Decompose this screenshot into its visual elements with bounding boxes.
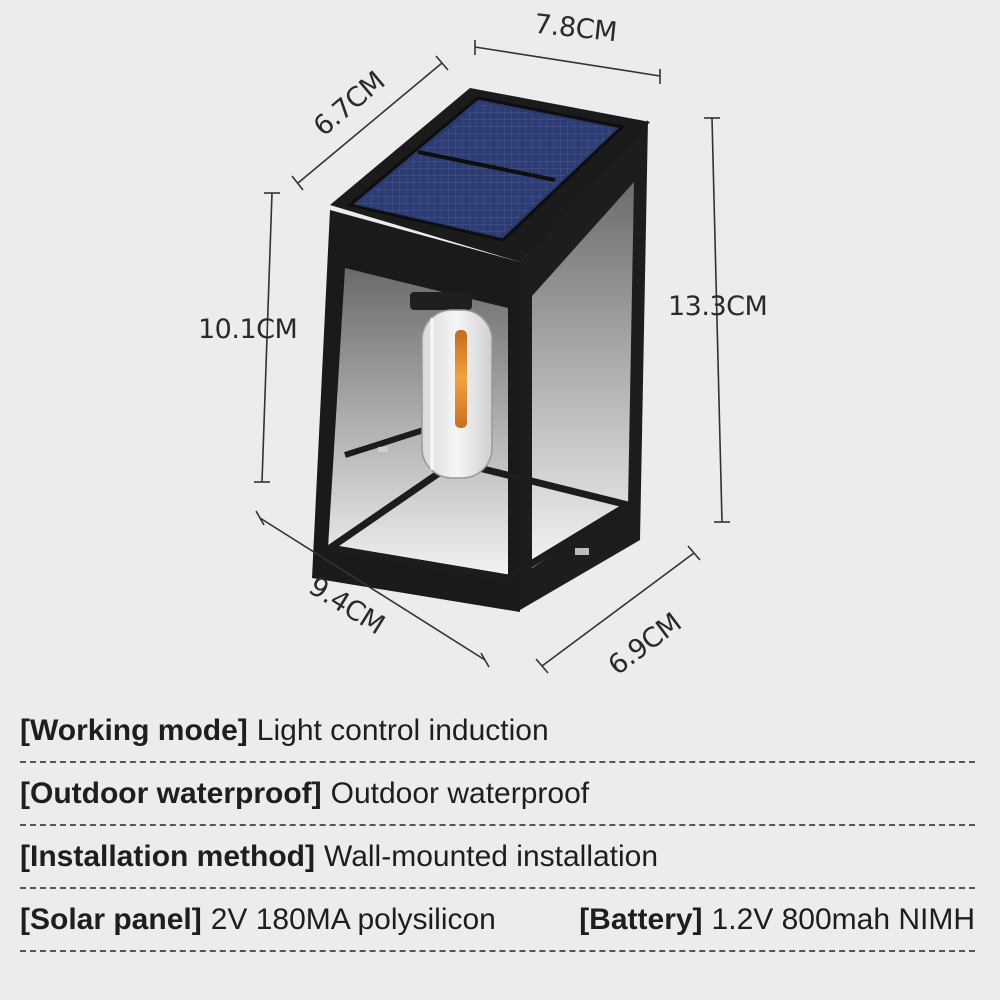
spec-value: Outdoor waterproof xyxy=(330,776,590,810)
dimension-front-height: 10.1CM xyxy=(198,314,297,345)
dimension-top-depth: 6.7CM xyxy=(308,66,391,143)
spec-key: [Solar panel] xyxy=(20,902,202,936)
spec-value: 2V 180MA polysilicon xyxy=(210,902,496,936)
spec-key: [Installation method] xyxy=(20,839,315,873)
solar-wall-lantern-icon xyxy=(312,88,650,612)
dimension-lines xyxy=(254,40,730,674)
spec-key: [Battery] xyxy=(579,902,703,936)
spec-row-outdoor-waterproof: [Outdoor waterproof] Outdoor waterproof xyxy=(20,763,975,826)
spec-row-solar-battery: [Solar panel] 2V 180MA polysilicon [Batt… xyxy=(20,889,975,952)
spec-row-installation-method: [Installation method] Wall-mounted insta… xyxy=(20,826,975,889)
product-dimension-diagram: 7.8CM 6.7CM 10.1CM 13.3CM 9.4CM 6.9CM xyxy=(198,9,768,682)
dimension-back-height: 13.3CM xyxy=(668,291,767,322)
spec-pair-solar-panel: [Solar panel] 2V 180MA polysilicon xyxy=(20,903,496,937)
dimension-bottom-depth: 6.9CM xyxy=(603,607,688,681)
dimension-top-width: 7.8CM xyxy=(533,9,618,48)
spec-key: [Working mode] xyxy=(20,713,248,747)
spec-value: 1.2V 800mah NIMH xyxy=(711,902,975,936)
spec-value: Light control induction xyxy=(256,713,549,747)
spec-pair-battery: [Battery] 1.2V 800mah NIMH xyxy=(579,903,975,937)
spec-key: [Outdoor waterproof] xyxy=(20,776,322,810)
spec-row-working-mode: [Working mode] Light control induction xyxy=(20,700,975,763)
spec-list: [Working mode] Light control induction [… xyxy=(20,700,975,952)
spec-value: Wall-mounted installation xyxy=(324,839,659,873)
